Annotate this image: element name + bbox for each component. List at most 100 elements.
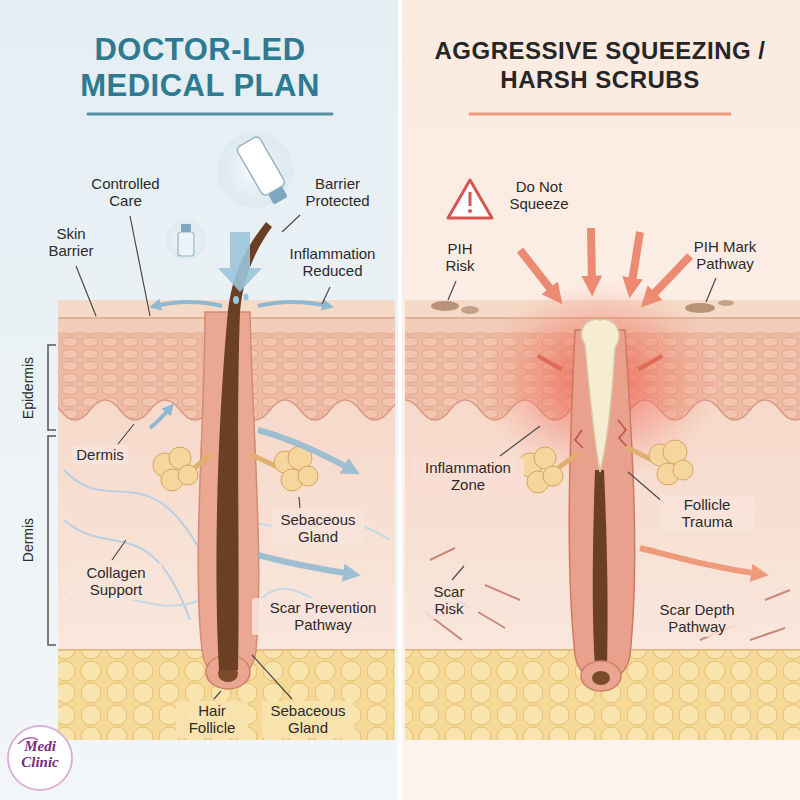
leader-line	[76, 266, 96, 316]
sebaceous-gland	[178, 465, 198, 485]
leader-line	[628, 472, 664, 503]
leader-line	[214, 691, 221, 699]
damaged-follicle	[569, 319, 634, 691]
part-label: Barrier Protected	[290, 175, 385, 210]
clinic-logo	[8, 726, 72, 790]
leader-line	[112, 540, 126, 560]
care-product-icon	[181, 224, 191, 232]
care-product-icon	[268, 186, 288, 204]
leader-line	[76, 215, 716, 699]
layer-bracket	[48, 436, 56, 645]
title-underline	[88, 114, 730, 115]
sebaceous-gland	[153, 446, 318, 491]
part-label: Scar Depth Pathway	[640, 600, 754, 637]
pressure-arrow	[648, 256, 690, 300]
damaged-follicle	[581, 319, 619, 472]
treatment-flow-arrow	[258, 430, 352, 470]
layer-label: Epidermis	[20, 357, 36, 419]
inflammation-glow	[475, 280, 725, 480]
damaged-follicle	[575, 430, 583, 448]
treatment-flow-arrow	[155, 302, 222, 306]
leader-line	[118, 424, 134, 444]
part-label: Dermis	[72, 445, 128, 464]
part-label: Sebaceous Gland	[262, 701, 354, 738]
treatment-flow-arrow	[258, 555, 352, 574]
leader-line	[252, 655, 292, 699]
pih-mark	[461, 306, 479, 314]
warning-icon	[448, 180, 492, 218]
part-label: Sebaceous Gland	[272, 510, 364, 547]
broken-collagen	[478, 612, 505, 628]
broken-collagen	[750, 628, 785, 640]
damaged-follicle	[593, 470, 608, 668]
leader-line	[130, 216, 150, 316]
part-label: Collagen Support	[70, 563, 162, 600]
warning-icon	[468, 209, 472, 213]
treatment-flow-arrow	[150, 408, 170, 428]
part-label: Scar Risk	[420, 582, 478, 619]
leader-line	[448, 281, 456, 300]
leader-line	[706, 278, 716, 302]
treatment-flow-arrow	[218, 232, 262, 292]
pih-mark	[685, 303, 715, 313]
sebaceous-gland	[298, 466, 318, 486]
pressure-arrow	[520, 228, 760, 574]
sebaceous-gland	[558, 455, 576, 468]
damaged-follicle	[592, 671, 610, 685]
pressure-arrow	[631, 232, 640, 288]
panel-title: DOCTOR-LED MEDICAL PLAN	[20, 32, 380, 103]
part-label: Skin Barrier	[40, 225, 102, 260]
part-label: PIH Risk	[436, 240, 484, 275]
care-product-icon	[166, 220, 206, 260]
care-product-icon	[166, 132, 293, 260]
sebaceous-gland	[543, 466, 563, 486]
title-underline	[88, 113, 332, 116]
panel-background	[398, 0, 402, 800]
sebaceous-gland	[518, 440, 693, 493]
part-label: Controlled Care	[78, 175, 173, 210]
layer-label: Dermis	[20, 518, 36, 562]
broken-collagen	[425, 548, 790, 640]
broken-collagen	[765, 590, 790, 600]
part-label: Inflammation Reduced	[275, 245, 390, 280]
part-label: Follicle Trauma	[660, 495, 754, 532]
care-product-icon	[217, 132, 293, 208]
logo-text: Medi Clinic	[10, 739, 70, 771]
leader-line	[299, 497, 300, 508]
layer-bracket	[48, 345, 56, 645]
part-label: Inflammation Zone	[412, 458, 524, 495]
broken-collagen	[430, 548, 455, 560]
pressure-arrow	[520, 250, 556, 296]
treatment-flow-arrow	[233, 296, 239, 304]
clinic-logo	[8, 726, 72, 790]
pih-mark	[718, 300, 734, 306]
care-product-icon	[236, 135, 293, 207]
panel-heading-band: DOCTOR-LED MEDICAL PLAN	[20, 32, 380, 103]
title-underline	[470, 113, 730, 116]
panel-title: AGGRESSIVE SQUEEZING / HARSH SCRUBS	[410, 36, 790, 95]
damaged-follicle	[618, 420, 628, 448]
care-product-icon	[236, 135, 287, 196]
leader-line	[322, 287, 330, 304]
part-label: Hair Follicle	[176, 701, 248, 738]
leader-line	[500, 426, 540, 456]
pih-mark	[431, 301, 459, 311]
sebaceous-gland	[673, 460, 693, 480]
pressure-arrow	[591, 228, 592, 286]
part-label: PIH Mark Pathway	[678, 238, 772, 273]
treatment-flow-arrow	[258, 302, 328, 306]
skin-block	[405, 300, 800, 740]
warning-icon	[448, 180, 492, 218]
pressure-arrow	[634, 356, 662, 372]
pressure-arrow	[640, 548, 760, 574]
part-label: Scar Prevention Pathway	[252, 598, 394, 635]
warning-icon	[469, 192, 472, 206]
pih-mark	[431, 300, 734, 314]
leader-line	[452, 566, 464, 580]
inflammation-glow	[475, 280, 725, 480]
layer-bracket	[48, 345, 56, 430]
panel-heading-band: AGGRESSIVE SQUEEZING / HARSH SCRUBS	[410, 36, 790, 95]
leader-line	[282, 215, 300, 232]
